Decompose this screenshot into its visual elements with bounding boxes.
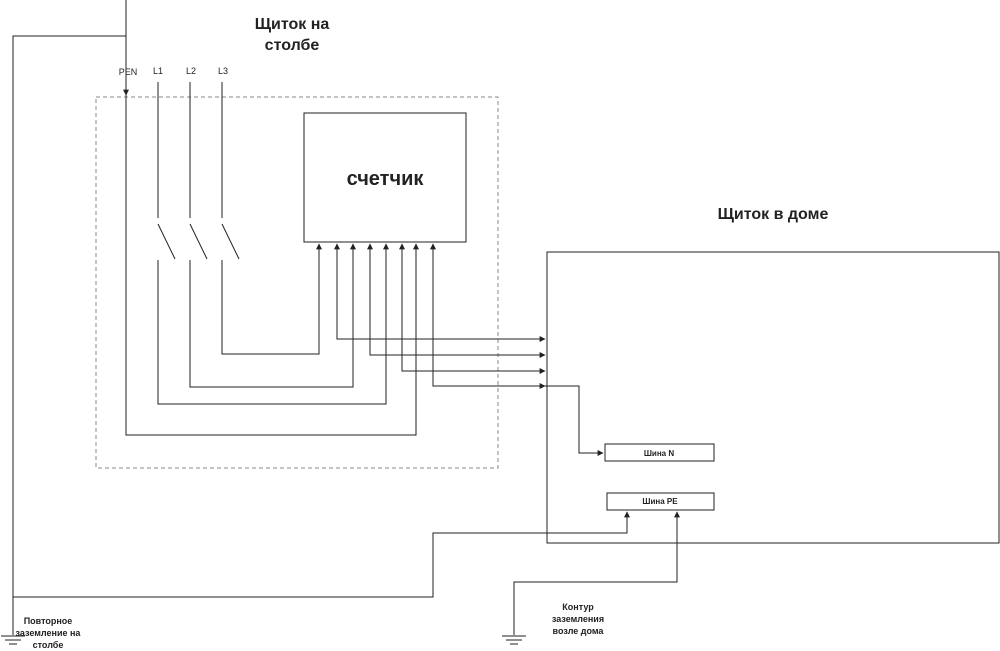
house-panel-box [546,251,1000,544]
meter-box [303,112,467,243]
meter-out-3 [399,243,546,374]
house-panel-title: Щиток в доме [718,206,829,223]
l3-switch [221,223,240,260]
meter-out-1 [334,243,546,342]
pole-ground-symbol [1,635,25,645]
l3-to-meter [221,243,322,355]
bus-n-box [604,443,715,462]
l2-to-meter [189,243,356,388]
house-ground-label-line3: возле дома [553,626,605,636]
l2-label: L2 [186,66,196,76]
bus-pe-box [606,492,715,511]
l3-label: L3 [218,66,228,76]
bus-n-label: Шина N [644,449,674,458]
pole-ground-label-line1: Повторное [24,616,73,626]
l2-switch [189,223,208,260]
pole-panel-border [95,96,499,469]
pole-ground-wire [12,35,126,635]
house-ground-to-pe [513,511,680,635]
pen-to-meter [125,95,419,436]
meter-out-n [430,243,546,389]
house-ground-label-line2: заземления [552,614,604,624]
meter-label: счетчик [347,168,425,190]
pole-panel-title-line2: столбе [265,37,320,54]
house-ground-label-line1: Контур [562,602,594,612]
l1-label: L1 [153,66,163,76]
neutral-to-bus-n [545,385,604,456]
house-ground-symbol [502,635,526,645]
pole-ground-label-line2: заземление на [16,628,82,638]
pole-ground-label-line3: столбе [33,640,64,650]
pole-panel-title-line1: Щиток на [255,16,330,33]
pen-label: PEN [119,67,138,77]
bus-pe-label: Шина PE [642,497,678,506]
l1-to-meter [157,243,389,405]
meter-out-2 [367,243,546,358]
pole-ground-to-pe [13,511,630,598]
l1-switch [157,223,176,260]
